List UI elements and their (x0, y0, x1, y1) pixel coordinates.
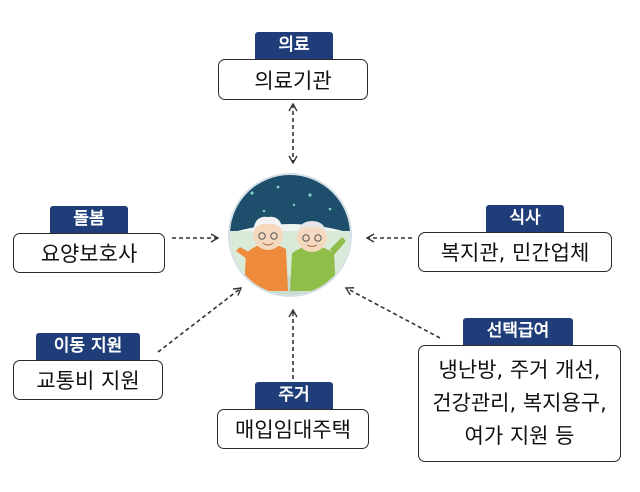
node-optional-line-2: 건강관리, 복지용구, (432, 391, 607, 415)
node-medical-box: 의료기관 (218, 59, 368, 100)
node-optional-line-1: 냉난방, 주거 개선, (438, 358, 601, 382)
node-housing-tag: 주거 (255, 382, 333, 409)
elderly-couple-illustration (230, 175, 350, 295)
node-transport-tag: 이동 지원 (36, 333, 140, 360)
arrow-optional (344, 287, 441, 339)
node-care-box: 요양보호사 (13, 233, 165, 273)
node-transport-box: 교통비 지원 (13, 360, 163, 400)
node-meal-box: 복지관, 민간업체 (418, 232, 612, 272)
node-care-tag: 돌봄 (50, 206, 128, 233)
node-housing-box: 매입임대주택 (217, 409, 369, 449)
arrow-transport (157, 287, 243, 353)
node-medical-tag: 의료 (255, 32, 333, 59)
node-optional-line-3: 여가 지원 등 (464, 424, 575, 448)
node-optional-tag: 선택급여 (463, 318, 573, 345)
node-meal-tag: 식사 (486, 205, 564, 232)
node-optional-box: 냉난방, 주거 개선, 건강관리, 복지용구, 여가 지원 등 (418, 345, 621, 462)
